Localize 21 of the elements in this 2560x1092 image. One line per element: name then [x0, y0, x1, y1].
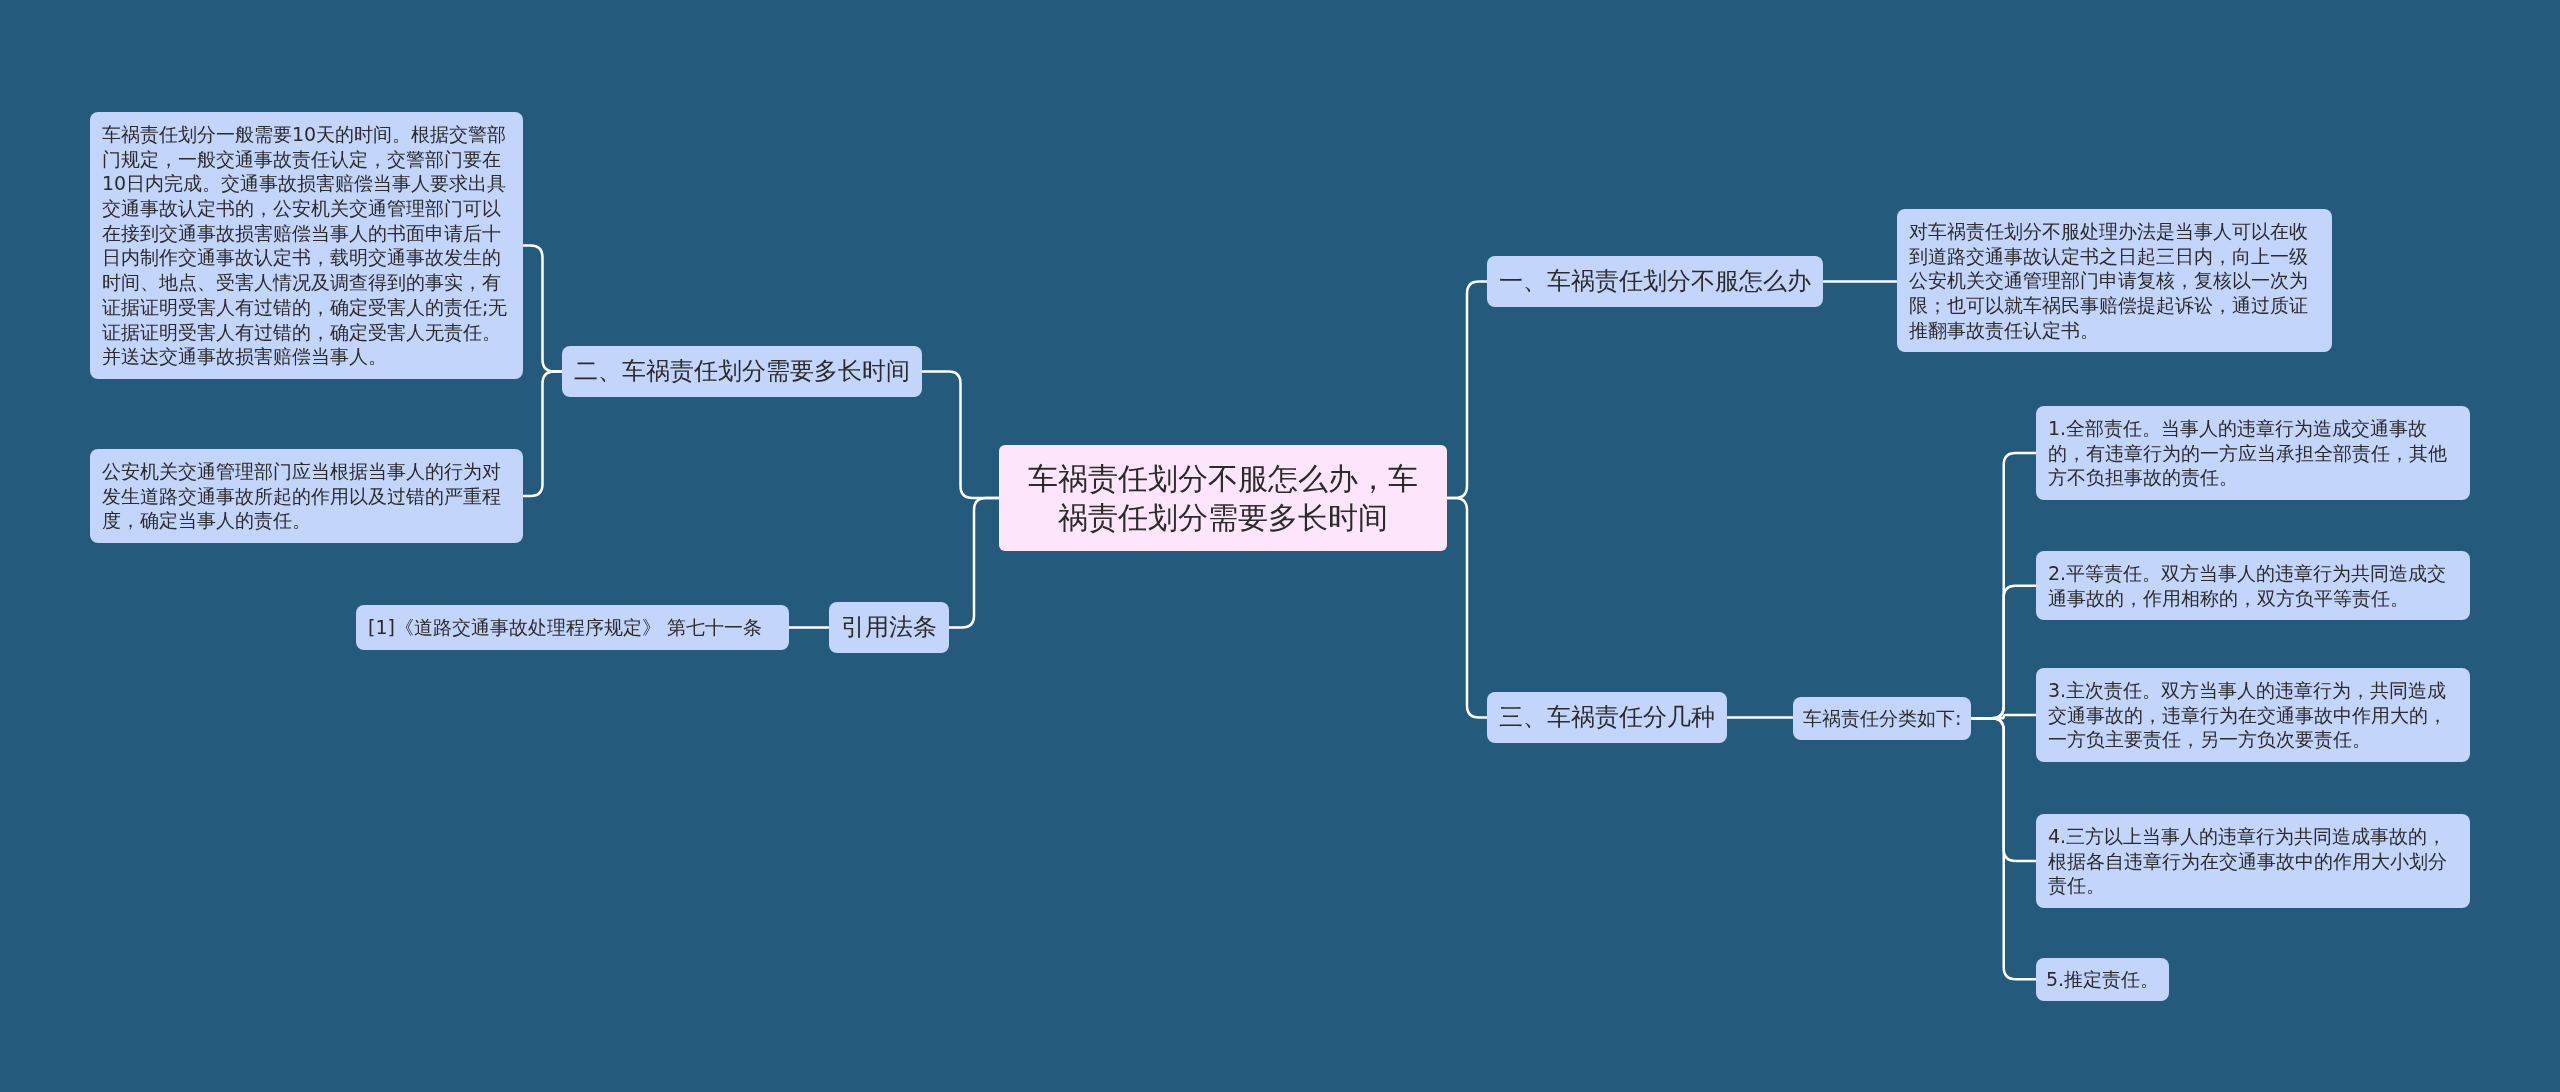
- detail-text-box: [1]《道路交通事故处理程序规定》 第七十一条: [356, 605, 789, 650]
- connector-line: [1971, 717, 2036, 981]
- branch-topic-box: 一、车祸责任划分不服怎么办: [1487, 256, 1823, 308]
- detail-text-box: 3.主次责任。双方当事人的违章行为，共同造成交通事故的，违章行为在交通事故中作用大的，一方负主要责任，另一方负次要责任。: [2036, 668, 2470, 763]
- connector-line: [949, 496, 999, 629]
- branch-topic-box: 二、车祸责任划分需要多长时间: [562, 346, 922, 398]
- subtopic-box: 车祸责任分类如下:: [1793, 697, 1972, 740]
- connector-line: [1727, 716, 1793, 719]
- connector-line: [1823, 280, 1897, 283]
- subtopic-box: 5.推定责任。: [2036, 958, 2170, 1001]
- detail-text-box: 车祸责任划分一般需要10天的时间。根据交警部门规定，一般交通事故责任认定，交警部门要在10日内完成。交通事故损害赔偿当事人要求出具交通事故认定书的，公安机关交通管理部门可以在接到交通事故损害赔偿当事人的书面申请后十日内制作交通事故认定书，载明交通事故发生的时间、地点、受害人情况及调查得到的事实，有证据证明受害人有过错的，确定受害人的责任;无证据证明受害人有过错的，确定受害人无责任。并送达交通事故损害赔偿当事人。: [90, 112, 523, 379]
- connector-line: [1447, 496, 1487, 719]
- detail-text-box: 1.全部责任。当事人的违章行为造成交通事故的，有违章行为的一方应当承担全部责任，其他方不负担事故的责任。: [2036, 406, 2470, 501]
- branch-topic-box: 引用法条: [829, 602, 949, 654]
- connector-line: [789, 626, 829, 629]
- detail-text-box: 2.平等责任。双方当事人的违章行为共同造成交通事故的，作用相称的，双方负平等责任。: [2036, 551, 2470, 621]
- detail-text-box: 对车祸责任划分不服处理办法是当事人可以在收到道路交通事故认定书之日起三日内，向上一级公安机关交通管理部门申请复核，复核以一次为限；也可以就车祸民事赔偿提起诉讼，通过质证推翻事故责任认定书。: [1897, 209, 2332, 353]
- detail-text-box: 4.三方以上当事人的违章行为共同造成事故的，根据各自违章行为在交通事故中的作用大小划分责任。: [2036, 814, 2470, 909]
- central-topic-box: 车祸责任划分不服怎么办，车祸责任划分需要多长时间: [999, 445, 1447, 551]
- detail-text-box: 公安机关交通管理部门应当根据当事人的行为对发生道路交通事故所起的作用以及过错的严重程度，确定当事人的责任。: [90, 449, 523, 544]
- branch-topic-box: 三、车祸责任分几种: [1487, 692, 1727, 744]
